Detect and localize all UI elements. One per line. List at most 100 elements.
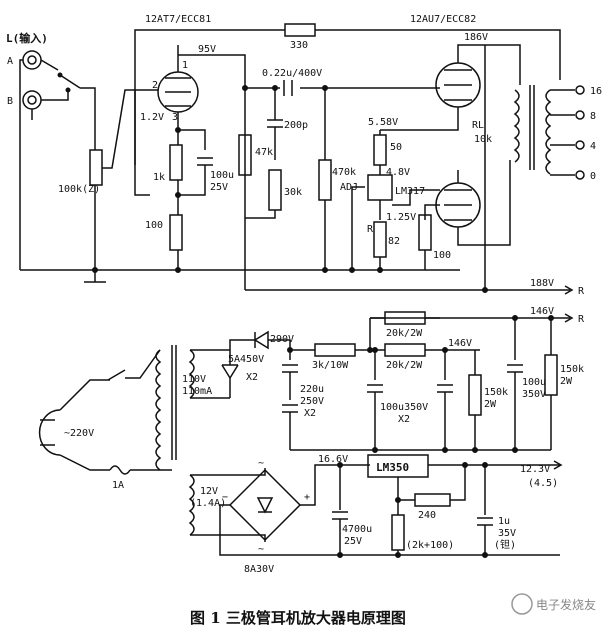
power-transformer-hv: [155, 345, 195, 471]
label-146v: 146V: [448, 338, 472, 349]
label-1-25v: 1.25V: [386, 212, 416, 223]
resistor-100-cathode: [169, 214, 183, 251]
output-transformer: [513, 85, 552, 175]
power-transformer-lv: [188, 474, 195, 536]
tube-12au7-upper: [435, 62, 481, 108]
label-adj: ADJ: [340, 182, 358, 193]
capacitor-100u-350v-c: [507, 364, 523, 450]
capacitor-200p: [267, 119, 283, 160]
input-jack-b: [22, 90, 42, 110]
label-25v: 25V: [210, 182, 228, 193]
label-1-2v: 1.2V: [140, 112, 164, 123]
capacitor-0-22u: [283, 80, 293, 96]
label-186v: 186V: [464, 32, 488, 43]
label-47k: 47k: [255, 147, 273, 158]
label-in-a: A: [7, 56, 13, 67]
resistor-82: [373, 221, 387, 258]
label-110v: 110V: [182, 374, 206, 385]
label-200p: 200p: [284, 120, 308, 131]
junction-dots: [92, 85, 554, 558]
resistor-47k: [238, 134, 252, 176]
resistor-2k-100: [391, 514, 405, 551]
label-rl: RL: [472, 120, 484, 131]
label-240: 240: [418, 510, 436, 521]
diode-5a450v: [221, 350, 239, 398]
label-in-b: B: [7, 96, 13, 107]
resistor-330: [284, 23, 316, 37]
label-2k-100: (2k+100): [406, 540, 454, 551]
label-5-58v: 5.58V: [368, 117, 398, 128]
label-110ma: 110mA: [182, 386, 212, 397]
label-100u: 100u: [210, 170, 234, 181]
label-pin1: 1: [182, 60, 188, 71]
label-220v-ac: ~220V: [64, 428, 94, 439]
label-4-5: (4.5): [528, 478, 558, 489]
tube-12au7-lower: [435, 182, 481, 228]
label-100u350v: 100u350V: [380, 402, 428, 413]
resistor-50: [373, 134, 387, 166]
figure-caption: 图 1 三极管耳机放大器电原理图: [190, 609, 406, 627]
label-r: R: [367, 224, 374, 235]
fuse-1a: [109, 465, 131, 475]
label-30k: 30k: [284, 187, 302, 198]
capacitor-4700u: [332, 511, 348, 555]
label-82: 82: [388, 236, 400, 247]
label-4700u-25v: 25V: [344, 536, 362, 547]
resistor-30k: [268, 169, 282, 211]
label-fuse: 1A: [112, 480, 124, 491]
label-tap-16: 16: [590, 86, 602, 97]
label-95v: 95V: [198, 44, 216, 55]
label-290v: 290V: [270, 334, 294, 345]
label-12v: 12V: [200, 486, 218, 497]
label-188v: 188V: [530, 278, 554, 289]
wire-input: [40, 59, 96, 150]
label-input: L(输入): [6, 31, 48, 45]
label-1u: 1u: [498, 516, 510, 527]
label-100-cathode: 100: [145, 220, 163, 231]
label-cap022: 0.22u/400V: [262, 68, 322, 79]
label-pot: 100k(Z): [58, 184, 100, 195]
label-tilde2: ~: [258, 544, 264, 555]
label-tap-0: 0: [590, 171, 596, 182]
resistor-100-grid: [418, 214, 432, 251]
label-tap-8: 8: [590, 111, 596, 122]
label-tilde1: ~: [258, 458, 264, 469]
label-x2-diode: X2: [246, 372, 258, 383]
label-150k-a-w: 2W: [484, 399, 497, 410]
resistor-1k: [169, 144, 183, 181]
label-150k-a: 150k: [484, 387, 508, 398]
resistor-150k-b: [544, 354, 558, 396]
label-rail-r2: R: [578, 314, 585, 325]
label-4700u: 4700u: [342, 524, 372, 535]
label-16-6v: 16.6V: [318, 454, 348, 465]
ac-plug: [38, 409, 61, 456]
label-470k: 470k: [332, 167, 356, 178]
label-rail-r1: R: [578, 286, 585, 297]
label-lm350: LM350: [376, 461, 409, 474]
regulator-lm317: [367, 174, 393, 201]
label-1k: 1k: [153, 172, 165, 183]
resistor-470k: [318, 159, 332, 201]
resistor-150k-a: [468, 374, 482, 416]
label-x2-cap: X2: [304, 408, 316, 419]
label-5a450v: 5A450V: [228, 354, 264, 365]
label-tube1: 12AT7/ECC81: [145, 14, 211, 25]
label-4-8v: 4.8V: [386, 167, 410, 178]
label-150k-b-w: 2W: [560, 376, 573, 387]
label-12-3v: 12.3V: [520, 464, 550, 475]
label-50: 50: [390, 142, 402, 153]
capacitor-100u-25v: [178, 157, 213, 196]
label-35v: 35V: [498, 528, 516, 539]
resistor-20k-2w-b: [384, 343, 426, 357]
label-20k2w-a: 20k/2W: [386, 328, 423, 339]
label-20k2w-b: 20k/2W: [386, 360, 423, 371]
label-350v-c: 350V: [522, 389, 546, 400]
capacitor-220u-b: [282, 404, 298, 413]
label-plus: +: [304, 492, 310, 503]
label-1-4a: (1.4A): [190, 498, 226, 509]
potentiometer-100k: [89, 149, 103, 186]
label-lm317: LM317: [395, 186, 425, 197]
capacitor-220u-a: [282, 364, 298, 373]
capacitor-100u350v-a: [367, 384, 383, 450]
